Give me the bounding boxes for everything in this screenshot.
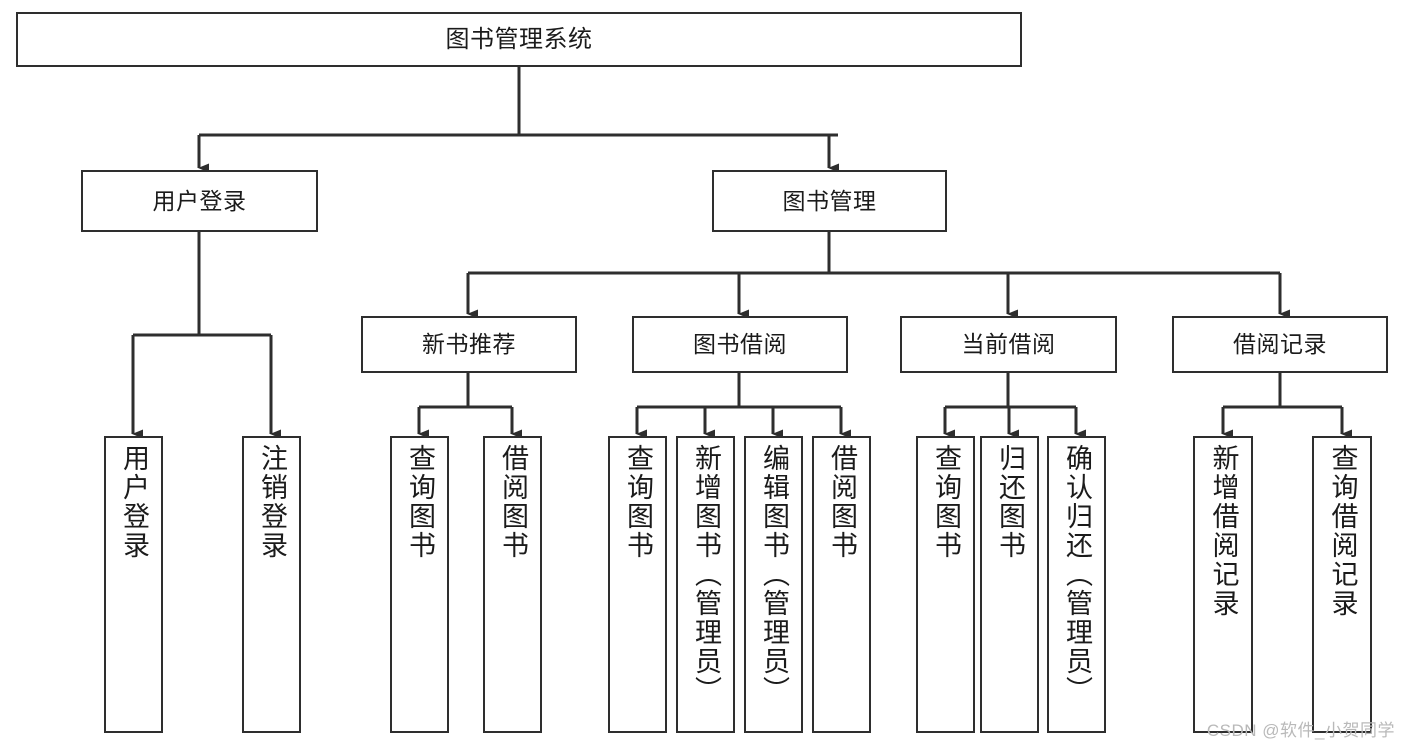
leaf-record-add-record[interactable]: 新增借阅记录 xyxy=(1193,436,1253,733)
node-label: 借阅记录 xyxy=(1233,331,1327,358)
leaf-borrow-edit-book-admin[interactable]: 编辑图书（管理员） xyxy=(744,436,803,733)
node-label: 查询图书 xyxy=(405,444,435,560)
leaf-recommend-borrow-book[interactable]: 借阅图书 xyxy=(483,436,542,733)
node-label: 当前借阅 xyxy=(961,331,1056,358)
node-root-system[interactable]: 图书管理系统 xyxy=(16,12,1022,67)
leaf-recommend-query-book[interactable]: 查询图书 xyxy=(390,436,449,733)
node-label: 图书借阅 xyxy=(693,331,787,358)
node-label: 注销登录 xyxy=(257,444,287,560)
node-label: 编辑图书（管理员） xyxy=(759,444,789,705)
leaf-user-login-login[interactable]: 用户登录 xyxy=(104,436,163,733)
leaf-record-query-record[interactable]: 查询借阅记录 xyxy=(1312,436,1372,733)
leaf-borrow-add-book-admin[interactable]: 新增图书（管理员） xyxy=(676,436,735,733)
node-label: 用户登录 xyxy=(152,187,247,214)
leaf-current-confirm-return-admin[interactable]: 确认归还（管理员） xyxy=(1047,436,1106,733)
node-label: 图书管理 xyxy=(782,187,877,214)
node-label: 查询图书 xyxy=(623,444,653,560)
node-label: 图书管理系统 xyxy=(445,25,593,53)
node-new-book-recommend[interactable]: 新书推荐 xyxy=(361,316,577,373)
leaf-current-query-book[interactable]: 查询图书 xyxy=(916,436,975,733)
node-label: 查询借阅记录 xyxy=(1327,444,1358,618)
node-label: 确认归还（管理员） xyxy=(1062,444,1092,705)
node-label: 归还图书 xyxy=(995,444,1025,560)
leaf-borrow-query-book[interactable]: 查询图书 xyxy=(608,436,667,733)
csdn-watermark: CSDN @软件_小贺同学 xyxy=(1206,721,1395,740)
leaf-current-return-book[interactable]: 归还图书 xyxy=(980,436,1039,733)
node-book-borrow[interactable]: 图书借阅 xyxy=(632,316,848,373)
node-label: 查询图书 xyxy=(931,444,961,560)
node-user-login[interactable]: 用户登录 xyxy=(81,170,318,232)
node-book-management[interactable]: 图书管理 xyxy=(712,170,947,232)
node-current-borrow[interactable]: 当前借阅 xyxy=(900,316,1117,373)
node-label: 新书推荐 xyxy=(422,331,516,358)
node-borrow-record[interactable]: 借阅记录 xyxy=(1172,316,1388,373)
leaf-borrow-borrow-book[interactable]: 借阅图书 xyxy=(812,436,871,733)
node-label: 借阅图书 xyxy=(827,444,857,560)
node-label: 用户登录 xyxy=(119,444,149,560)
leaf-user-login-logout[interactable]: 注销登录 xyxy=(242,436,301,733)
node-label: 新增图书（管理员） xyxy=(691,444,721,705)
node-label: 借阅图书 xyxy=(498,444,528,560)
node-label: 新增借阅记录 xyxy=(1208,444,1239,618)
